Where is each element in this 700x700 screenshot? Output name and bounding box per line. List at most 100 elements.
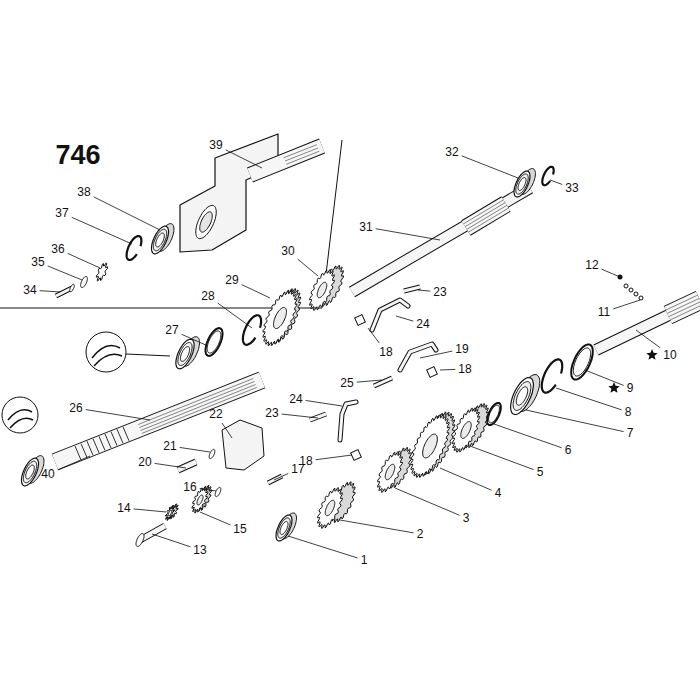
worm-thread [105,434,111,448]
leader-line [282,414,318,418]
spline-section [668,300,700,315]
worm-thread [87,441,93,455]
callout-number: 15 [233,523,246,535]
gear-hub [168,510,171,516]
spline-line [669,302,700,317]
worm-thread [75,446,81,460]
spline-line [666,295,698,310]
callout-number: 25 [340,377,353,389]
spline-section [466,204,506,228]
callout-number: 21 [163,440,176,452]
shift-fork [372,300,408,330]
gear-hub [325,500,335,515]
gear-hub [423,434,438,458]
bolt [178,462,196,470]
shaft [352,188,530,292]
ring [487,403,501,425]
coupling [96,263,107,281]
gear-hub [197,495,203,505]
detail-sketch [92,346,122,366]
leader-line [376,229,440,240]
spring-coil [639,296,643,300]
detail-circle [2,397,38,433]
gear-face [411,415,450,478]
callout-number: 10 [663,349,676,361]
callout-number: 37 [55,207,68,219]
leader-line [218,303,252,328]
pin [374,378,392,386]
callout-number: 28 [201,290,214,302]
leader-line [274,473,288,480]
leader-line [288,536,358,558]
callout-number: 34 [23,284,36,296]
gear-face [166,506,175,521]
gear-hub [274,308,287,329]
callout-number: 13 [193,544,206,556]
worm-thread [81,444,87,458]
callout-number: 8 [625,406,632,418]
washer [81,277,88,288]
shift-block [427,367,438,378]
leader-line [48,266,82,280]
callout-number: 7 [627,427,634,439]
gear-face [378,452,403,493]
callout-number: 19 [455,343,468,355]
bearing-inner [518,178,526,191]
gear-face [310,270,335,311]
leader-line [420,351,452,358]
leader-line [58,456,90,470]
callout-number: 9 [627,382,634,394]
spline-line [467,205,507,229]
parts [0,134,700,547]
worm-thread [123,427,129,441]
callout-number: 38 [77,186,90,198]
callout-number: 36 [51,243,64,255]
callout-number: 3 [463,512,470,524]
callout-number: 14 [117,502,130,514]
callout-number: 18 [458,363,471,375]
ring-inner [573,348,590,376]
leader-line [494,424,562,448]
leader-line [200,488,216,491]
worm-thread [111,432,117,446]
callout-number: 1 [361,554,368,566]
bracket-plate [222,420,264,470]
output-shaft [596,300,700,350]
gear-face [263,290,297,345]
bearing-race [278,518,290,538]
gear-face [318,488,343,529]
output-shaft [596,300,700,350]
leader-line [368,328,379,343]
worm-thread [93,439,99,453]
bearing-race [178,343,192,366]
leader-line [298,259,318,276]
callout-number: 40 [41,468,54,480]
leader-line [155,463,186,468]
leader-line [222,423,232,438]
leader-line [440,468,492,490]
shaft [352,188,530,292]
bearing-outer [22,458,39,486]
leader-line [556,388,622,410]
leader-line [72,217,132,244]
pin-head [136,534,144,547]
bearing-inner [180,347,189,362]
spline-line [670,305,700,320]
model-number: 746 [55,142,100,169]
ring [206,328,223,356]
leader-line [86,410,150,420]
gear-hub [461,422,471,439]
shift-fork [400,344,436,370]
callout-number: 23 [433,286,446,298]
leader-line [418,290,430,291]
leader-line [526,410,624,432]
spline-line [139,382,254,428]
gear-face [452,408,479,452]
spline-section [668,300,700,315]
bearing-outer [511,378,534,415]
leader-line [636,330,660,348]
spline-line [286,151,319,164]
spring-coil [629,288,633,292]
leader-line [470,446,534,470]
spline-section [466,204,506,228]
